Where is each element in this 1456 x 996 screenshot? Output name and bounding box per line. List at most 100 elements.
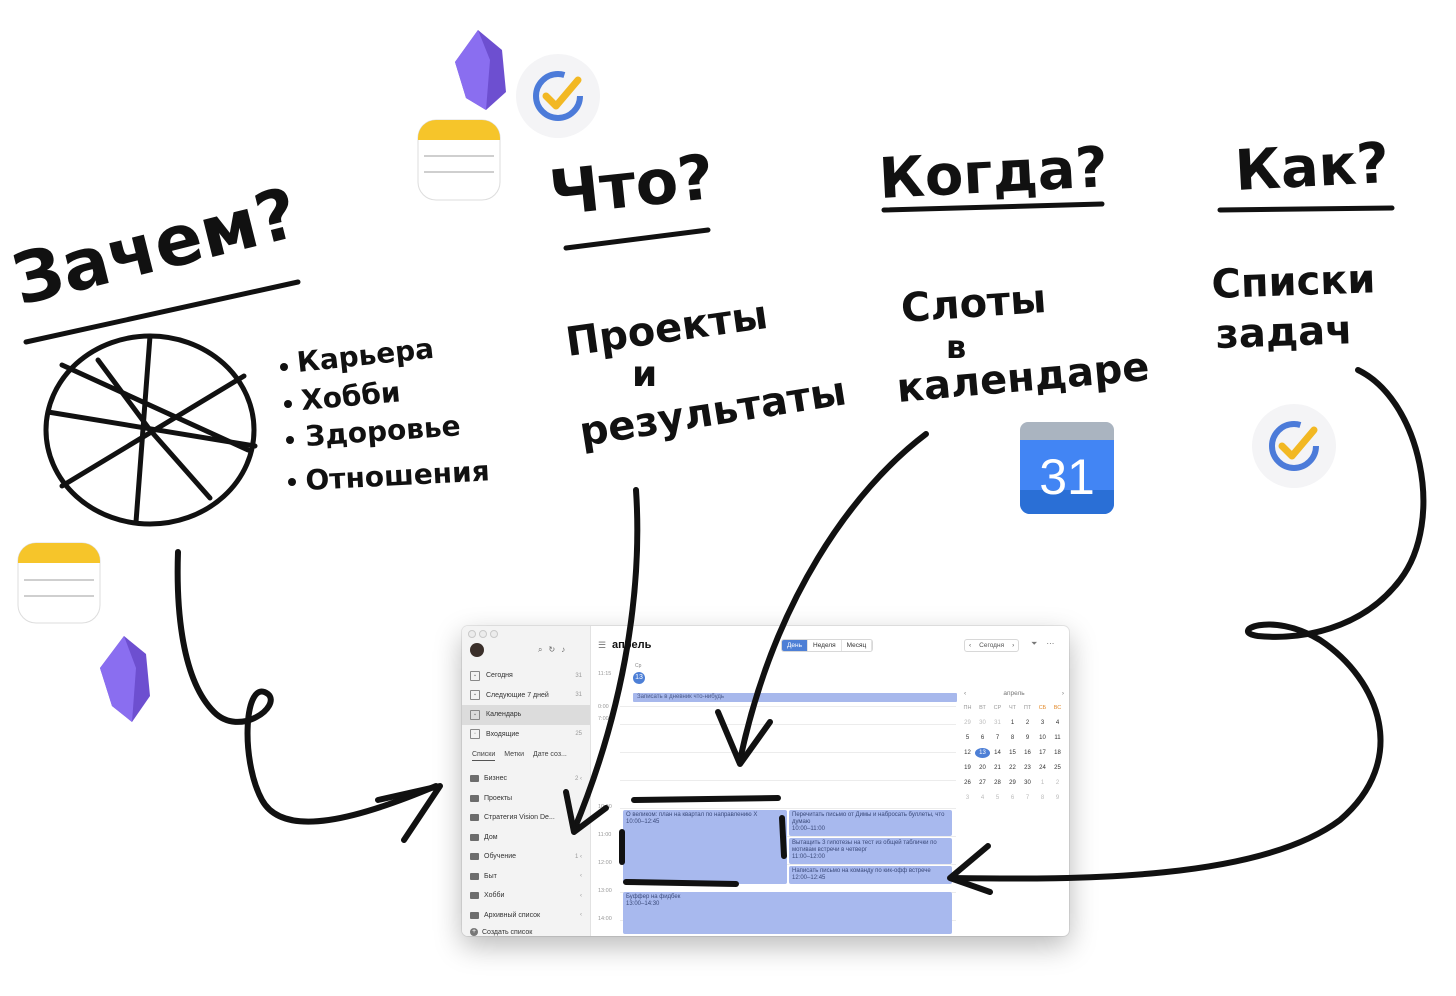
sidebar-toolbar: ⌕ ↻ ♪ — [538, 645, 565, 655]
event-card[interactable]: Вытащить 3 гипотезы на тест из общей таб… — [789, 838, 952, 864]
list-item-hobby[interactable]: Хобби‹ — [462, 886, 590, 906]
sidebar-item-calendar[interactable]: ▪Календарь — [462, 705, 590, 725]
mini-calendar-day[interactable]: 3 — [1040, 720, 1045, 726]
list-item-meta: ‹ — [580, 892, 582, 899]
tab-lists[interactable]: Списки — [472, 751, 496, 761]
avatar[interactable] — [470, 643, 484, 657]
mini-calendar-day[interactable]: 7 — [1025, 795, 1030, 801]
mini-calendar-day[interactable]: 25 — [1054, 765, 1061, 771]
time-label: 13:00 — [598, 888, 612, 894]
search-icon[interactable]: ⌕ — [538, 645, 543, 654]
mini-calendar-day[interactable]: 13 — [975, 748, 990, 758]
event-time: 10:00–11:00 — [792, 826, 825, 832]
event-card[interactable]: Буффер на фидбек 13:00–14:30 — [623, 892, 952, 934]
event-card[interactable]: Написать письмо на команду по кик-офф вс… — [789, 866, 952, 884]
mini-calendar-day[interactable]: 11 — [1054, 735, 1061, 741]
mini-calendar-day[interactable]: 24 — [1039, 765, 1046, 771]
mini-calendar-day[interactable]: 3 — [965, 795, 970, 801]
mini-next-button[interactable]: › — [1061, 690, 1064, 697]
sync-icon[interactable]: ↻ — [548, 645, 556, 654]
mini-calendar-day[interactable]: 29 — [964, 720, 971, 726]
mini-calendar-day[interactable]: 22 — [1009, 765, 1016, 771]
tab-created-date[interactable]: Дате соз... — [532, 751, 567, 758]
mini-calendar-day[interactable]: 8 — [1040, 795, 1045, 801]
list-item-chores[interactable]: Быт‹ — [462, 867, 590, 887]
mini-calendar-day[interactable]: 30 — [1024, 780, 1031, 786]
tab-month[interactable]: Месяц — [842, 640, 873, 651]
more-icon[interactable]: ⋯ — [1046, 639, 1055, 648]
event-card[interactable]: О великом: план на квартал по направлени… — [623, 810, 787, 884]
event-time: 12:00–12:45 — [792, 875, 826, 881]
mini-calendar-day[interactable]: 6 — [980, 735, 985, 741]
list-item-meta: 2 ‹ — [574, 775, 582, 782]
mini-calendar-weekday: ЧТ — [1008, 705, 1017, 711]
mini-calendar-day[interactable]: 4 — [980, 795, 985, 801]
tab-day[interactable]: День — [782, 640, 808, 651]
mini-calendar-day[interactable]: 27 — [979, 780, 986, 786]
mini-calendar-day[interactable]: 31 — [994, 720, 1001, 726]
mini-prev-button[interactable]: ‹ — [964, 690, 967, 697]
allday-event[interactable]: Записать в дневник что-нибудь — [633, 693, 957, 702]
mini-calendar-day[interactable]: 1 — [1040, 780, 1045, 786]
mini-calendar-day[interactable]: 4 — [1055, 720, 1060, 726]
mini-calendar-day[interactable]: 7 — [995, 735, 1000, 741]
menu-icon[interactable]: ☰ — [598, 640, 607, 650]
mini-calendar-day[interactable]: 30 — [979, 720, 986, 726]
mini-calendar-day[interactable]: 28 — [994, 780, 1001, 786]
mini-calendar-day[interactable]: 17 — [1039, 750, 1046, 756]
mini-calendar-day[interactable]: 21 — [994, 765, 1001, 771]
what-line-1: Проекты — [563, 292, 771, 366]
mini-calendar-day[interactable]: 12 — [964, 750, 971, 756]
create-list-button[interactable]: +Создать список — [470, 928, 532, 936]
today-button[interactable]: Сегодня — [979, 642, 1005, 649]
list-item-archive[interactable]: Архивный список‹ — [462, 906, 590, 926]
event-card[interactable]: Перечитать письмо от Димы и набросать бу… — [789, 810, 952, 836]
tab-week[interactable]: Неделя — [808, 640, 842, 651]
mini-calendar-day[interactable]: 6 — [1010, 795, 1015, 801]
mini-calendar-day[interactable]: 26 — [964, 780, 971, 786]
tab-tags[interactable]: Метки — [504, 751, 524, 758]
mini-calendar-day[interactable]: 16 — [1024, 750, 1031, 756]
mini-calendar-day[interactable]: 8 — [1010, 735, 1015, 741]
bell-icon[interactable]: ♪ — [561, 645, 566, 654]
mini-calendar-day[interactable]: 10 — [1039, 735, 1046, 741]
mini-calendar-day[interactable]: 18 — [1054, 750, 1061, 756]
mini-calendar-day[interactable]: 20 — [979, 765, 986, 771]
list-item-label: Обучение — [484, 853, 517, 861]
mini-calendar-weekday: ПН — [963, 705, 972, 711]
next-button[interactable]: › — [1012, 642, 1015, 649]
sidebar-item-count: 31 — [575, 672, 582, 679]
filter-icon[interactable]: ⏷ — [1031, 639, 1038, 648]
list-item-projects[interactable]: Проекты — [462, 789, 590, 809]
day-number-badge[interactable]: 13 — [633, 672, 645, 684]
prev-button[interactable]: ‹ — [969, 642, 972, 649]
mini-calendar-day[interactable]: 1 — [1010, 720, 1015, 726]
mini-calendar-day[interactable]: 5 — [965, 735, 970, 741]
notes-icon-2 — [17, 542, 101, 624]
list-item-home[interactable]: Дом — [462, 828, 590, 848]
underline-when — [881, 201, 1105, 213]
mini-calendar-weekday: ВТ — [979, 705, 986, 711]
mini-calendar-day[interactable]: 29 — [1009, 780, 1016, 786]
window-controls[interactable] — [468, 630, 498, 638]
mini-calendar-day[interactable]: 2 — [1025, 720, 1030, 726]
google-calendar-icon: 31 — [1020, 422, 1114, 514]
mini-calendar-day[interactable]: 23 — [1024, 765, 1031, 771]
time-label: 0:00 — [598, 704, 609, 710]
list-item-strategy[interactable]: Стратегия Vision De... — [462, 808, 590, 828]
day-grid[interactable]: 0:00 7:00 10:00 11:00 12:00 13:00 14:00 … — [598, 704, 956, 936]
mini-calendar-day[interactable]: 9 — [1025, 735, 1030, 741]
mini-calendar-day[interactable]: 15 — [1009, 750, 1016, 756]
mini-calendar-day[interactable]: 2 — [1055, 780, 1060, 786]
mini-calendar-day[interactable]: 19 — [964, 765, 971, 771]
mini-calendar-day[interactable]: 9 — [1055, 795, 1060, 801]
mini-calendar-day[interactable]: 14 — [994, 750, 1001, 756]
mini-calendar-day[interactable]: 5 — [995, 795, 1000, 801]
